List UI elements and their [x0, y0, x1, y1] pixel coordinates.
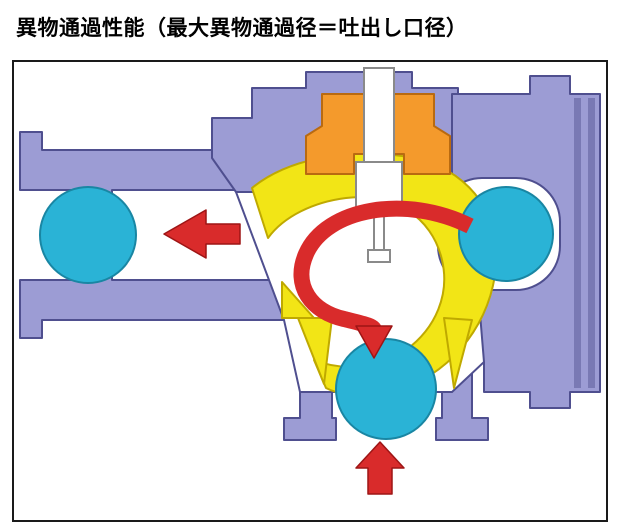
- outflow-arrow: [163, 209, 241, 259]
- pump-casing-upper-pipe-wall: [19, 131, 285, 203]
- pump-shaft: [363, 67, 395, 165]
- foreign-object-sphere-bottom: [335, 338, 437, 440]
- through-flow-arrow: [293, 200, 474, 335]
- right-flange-line-2: [588, 98, 595, 388]
- shaft-nut: [367, 249, 391, 263]
- right-flange-line-1: [574, 98, 581, 388]
- foreign-object-sphere-left: [39, 186, 137, 284]
- pump-casing-lower-pipe-wall: [19, 267, 285, 339]
- through-flow-arrowhead: [355, 325, 393, 359]
- foreign-object-sphere-right: [458, 186, 554, 282]
- inflow-arrow: [355, 441, 405, 495]
- impeller-vane-lower-left: [281, 281, 315, 319]
- page-title: 異物通過性能（最大異物通過径＝吐出し口径）: [16, 16, 468, 40]
- diagram-frame: [12, 60, 608, 522]
- impeller-vane-right: [443, 317, 473, 389]
- pump-cross-section: [19, 67, 601, 495]
